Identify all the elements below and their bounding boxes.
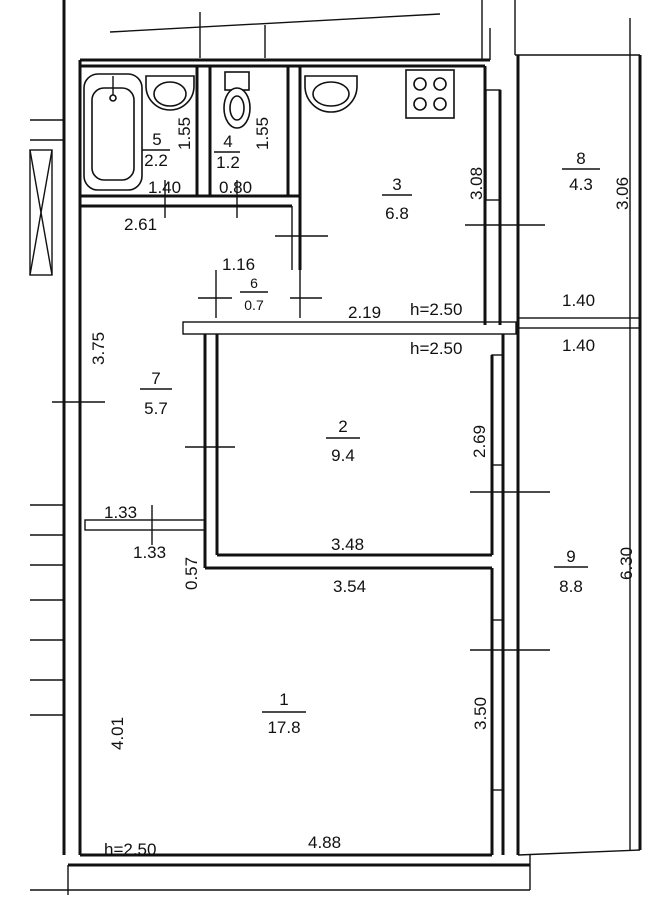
dimension-label: 2.19 [348, 303, 381, 322]
dimension-label: 0.57 [182, 557, 201, 590]
ceiling-height: h=2.50 [410, 339, 462, 358]
room-area: 4.3 [569, 175, 593, 194]
room-area: 5.7 [144, 399, 168, 418]
dimension-label: 1.55 [175, 117, 194, 150]
stove-icon [405, 69, 455, 119]
dimension-label: 3.08 [467, 167, 486, 200]
dimension-label: 0.80 [219, 178, 252, 197]
room-number: 7 [151, 369, 160, 388]
dimension-label: 4.88 [308, 833, 341, 852]
dimension-labels: 1.55 1.40 1.55 0.80 2.61 3.08 2.19 1.16 … [89, 117, 636, 852]
room-area: 2.2 [144, 151, 168, 170]
ceiling-height: h=2.50 [104, 840, 156, 859]
dimension-label: 1.40 [562, 336, 595, 355]
dimension-ticks [52, 180, 550, 651]
room-number: 4 [223, 132, 232, 151]
room-area: 6.8 [385, 204, 409, 223]
dimension-label: 1.16 [222, 255, 255, 274]
dimension-label: 1.55 [253, 117, 272, 150]
ceiling-height: h=2.50 [410, 300, 462, 319]
kitchen-sink-icon [304, 75, 358, 113]
room-area: 9.4 [331, 446, 355, 465]
room-area: 0.7 [244, 297, 264, 313]
walls [29, 0, 642, 895]
room-labels: 5 2.2 4 1.2 3 6.8 6 0.7 8 4.3 7 5.7 2 9.… [144, 130, 593, 737]
ceiling-height-labels: h=2.50 h=2.50 h=2.50 [104, 300, 462, 859]
room-number: 5 [152, 130, 161, 149]
dimension-label: 6.30 [617, 547, 636, 580]
dimension-label: 3.48 [331, 535, 364, 554]
washbasin-icon [145, 75, 195, 111]
room-area: 8.8 [559, 577, 583, 596]
dimension-label: 3.75 [89, 332, 108, 365]
room-number: 8 [576, 149, 585, 168]
room-number: 9 [566, 547, 575, 566]
fraction-bars [140, 149, 600, 713]
room-number: 6 [250, 275, 258, 291]
dimension-label: 3.06 [613, 177, 632, 210]
dimension-label: 3.54 [333, 577, 366, 596]
toilet-icon [223, 71, 251, 129]
room-area: 1.2 [216, 153, 240, 172]
dimension-label: 3.50 [471, 697, 490, 730]
room-area: 17.8 [267, 718, 300, 737]
room-number: 2 [338, 417, 347, 436]
dimension-label: 1.33 [133, 543, 166, 562]
room-number: 3 [392, 175, 401, 194]
room-number: 1 [279, 690, 288, 709]
dimension-label: 1.40 [562, 291, 595, 310]
dimension-label: 4.01 [108, 717, 127, 750]
bathtub [83, 73, 143, 191]
dimension-label: 2.69 [470, 425, 489, 458]
dimension-label: 1.40 [148, 178, 181, 197]
dimension-label: 1.33 [104, 503, 137, 522]
dimension-label: 2.61 [124, 215, 157, 234]
